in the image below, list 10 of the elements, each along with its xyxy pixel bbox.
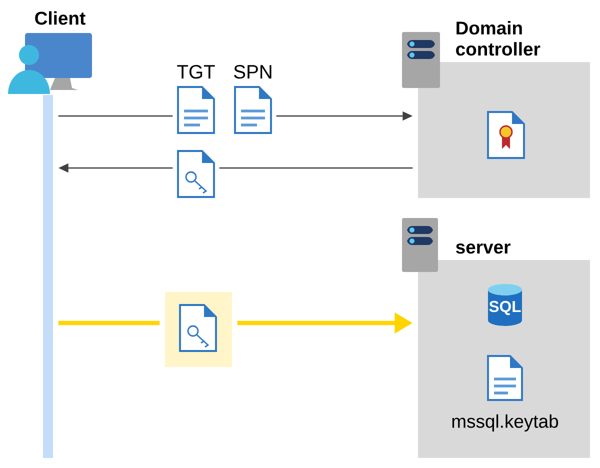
- file-name: mssql.keytab: [452, 414, 558, 432]
- document-icon: [179, 304, 217, 352]
- document-icon: [177, 150, 215, 198]
- node-title: Domain controller: [456, 21, 540, 56]
- document-label: TGT: [177, 64, 215, 79]
- node-title: Client: [35, 11, 86, 25]
- document-icon: [487, 111, 525, 159]
- document-label: SPN: [234, 64, 272, 79]
- lifeline-bar: [43, 94, 53, 458]
- node-title: server: [456, 244, 510, 254]
